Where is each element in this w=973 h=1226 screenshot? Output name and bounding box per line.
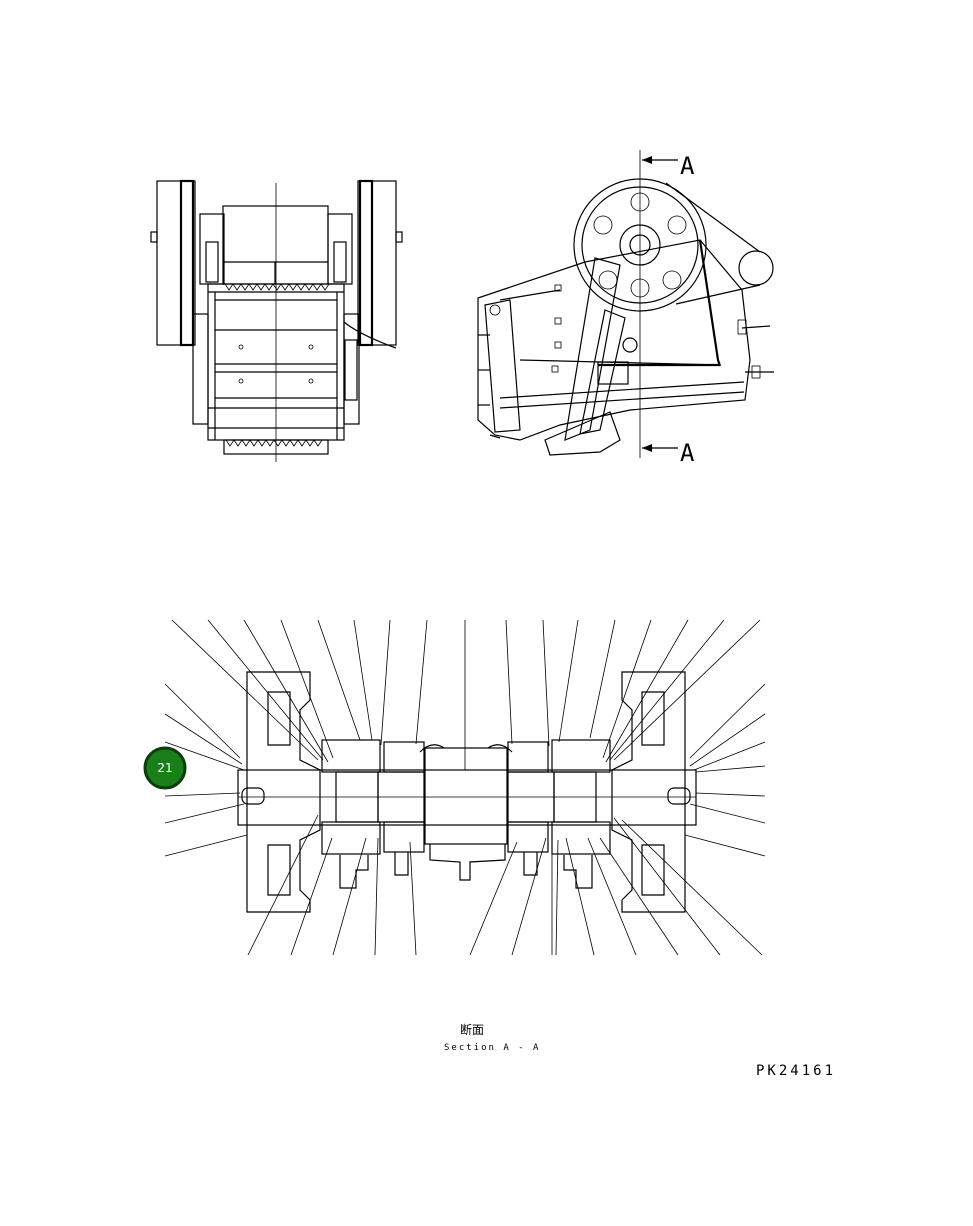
front-view: [150, 179, 403, 462]
side-view: [477, 150, 774, 458]
section-label-a-bottom: A: [680, 439, 695, 467]
part-callout-21[interactable]: 21: [143, 746, 187, 790]
section-title-en: Section A - A: [444, 1043, 540, 1053]
section-a-a-view: [164, 619, 766, 956]
section-title-jp: 断面: [460, 1022, 484, 1037]
section-label-a-top: A: [680, 152, 695, 180]
part-callout-21-label: 21: [157, 761, 172, 775]
drawing-number: PK24161: [756, 1063, 836, 1079]
